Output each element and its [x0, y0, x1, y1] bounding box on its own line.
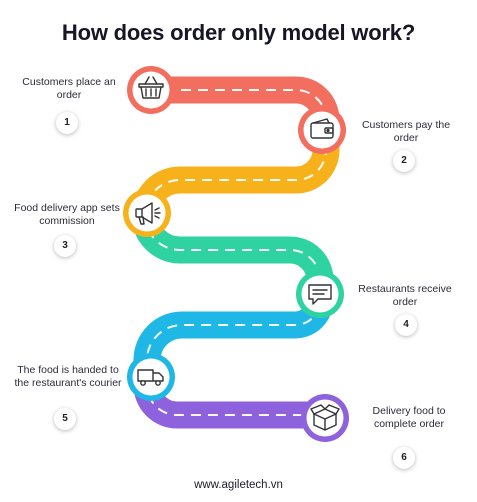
- shopping-basket-icon: [138, 76, 164, 99]
- road-segment-3: [131, 214, 334, 293]
- step-2-node: [298, 106, 346, 154]
- road-segment-5: [133, 377, 330, 429]
- step-3-node: [123, 189, 171, 237]
- package-box-icon: [310, 404, 340, 431]
- step-1-label: Customers place an order: [22, 76, 116, 101]
- wallet-icon: [310, 118, 334, 139]
- step-1-number: 1: [56, 112, 78, 134]
- megaphone-icon: [135, 202, 161, 225]
- step-6-node: [301, 394, 349, 442]
- step-3-number: 3: [54, 235, 76, 257]
- step-5-label: The food is handed to the restaurant's c…: [14, 364, 122, 389]
- road-centre-line: [143, 89, 330, 416]
- road-segment-4: [133, 293, 334, 377]
- step-6-number: 6: [393, 447, 415, 469]
- step-4-node: [296, 270, 344, 318]
- step-1-node: [127, 66, 175, 114]
- step-2-label: Customers pay the order: [361, 119, 451, 144]
- step-2-number: 2: [393, 150, 415, 172]
- step-5-node: [127, 353, 175, 401]
- step-4-number: 4: [395, 314, 417, 336]
- chat-bubble-icon: [308, 284, 332, 305]
- step-3-label: Food delivery app sets commission: [14, 202, 120, 227]
- step-6-label: Delivery food to complete order: [372, 405, 446, 430]
- step-5-number: 5: [54, 408, 76, 430]
- step-4-label: Restaurants receive order: [358, 283, 452, 308]
- delivery-truck-icon: [137, 369, 164, 386]
- website-footer: www.agiletech.vn: [194, 479, 283, 491]
- page-title: How does order only model work?: [61, 20, 416, 45]
